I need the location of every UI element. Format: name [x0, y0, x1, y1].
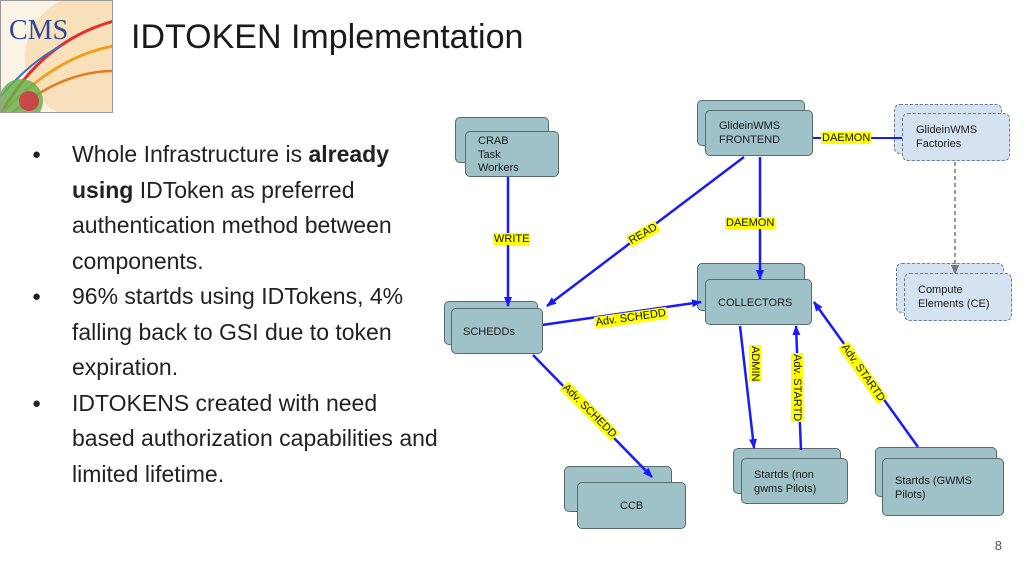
- startds-gwms-node: Startds (GWMS Pilots): [882, 458, 1004, 516]
- startds-non-label: Startds (non gwms Pilots): [754, 469, 817, 495]
- frontend-label: GlideinWMS FRONTEND: [719, 120, 781, 146]
- bullet-item: IDTOKENS created with need based authori…: [30, 386, 440, 493]
- daemon-top-tag: DAEMON: [821, 132, 872, 144]
- svg-text:CMS: CMS: [9, 15, 68, 46]
- schedds-node: SCHEDDs: [451, 308, 543, 354]
- crab-label: CRAB Task Workers: [478, 135, 519, 174]
- bullet-bold-text: already using: [72, 141, 390, 203]
- bullet-text: Whole Infrastructure is: [72, 141, 309, 167]
- bullet-item: Whole Infrastructure is already using ID…: [30, 137, 440, 279]
- bullet-item: 96% startds using IDTokens, 4% falling b…: [30, 279, 440, 386]
- compute-node: Compute Elements (CE): [904, 273, 1012, 321]
- page-number: 8: [994, 538, 1002, 553]
- crab-node: CRAB Task Workers: [465, 131, 559, 177]
- cms-logo-graphic: CMS: [1, 1, 112, 112]
- collectors-node: COLLECTORS: [705, 279, 812, 325]
- bullet-list: Whole Infrastructure is already using ID…: [30, 137, 440, 492]
- bullet-text: IDToken as preferred authentication meth…: [72, 176, 392, 274]
- schedds-label: SCHEDDs: [463, 326, 515, 338]
- slide-title: IDTOKEN Implementation: [131, 18, 524, 56]
- admin-arrow: [738, 325, 757, 449]
- ccb-label: CCB: [620, 500, 644, 512]
- factories-label: GlideinWMS Factories: [916, 124, 978, 150]
- write-tag: WRITE: [493, 233, 531, 245]
- startds-non-node: Startds (non gwms Pilots): [741, 458, 848, 504]
- collectors-label: COLLECTORS: [718, 297, 793, 309]
- admin-tag: ADMIN: [749, 345, 761, 383]
- frontend-node: GlideinWMS FRONTEND: [705, 110, 813, 156]
- daemon-mid-tag: DAEMON: [725, 217, 776, 229]
- cms-logo: CMS: [0, 0, 113, 113]
- ccb-node: CCB: [577, 482, 686, 529]
- compute-label: Compute Elements (CE): [918, 284, 990, 310]
- startds-gwms-label: Startds (GWMS Pilots): [895, 475, 973, 501]
- adv-startd-tag-1: Adv. STARTD: [791, 353, 803, 423]
- factories-node: GlideinWMS Factories: [902, 113, 1010, 161]
